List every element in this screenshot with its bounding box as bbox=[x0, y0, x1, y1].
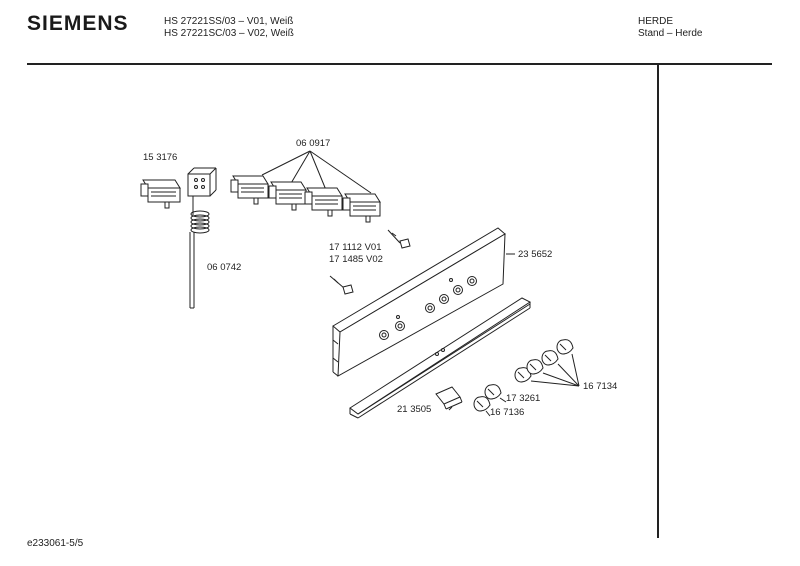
category-subtitle: Stand – Herde bbox=[638, 28, 703, 39]
category-title: HERDE bbox=[638, 16, 674, 27]
indicator-lamp-171112 bbox=[387, 229, 411, 249]
knob-167136 bbox=[473, 396, 491, 417]
part-label-235652: 23 5652 bbox=[518, 249, 553, 260]
indicator-lamp-171485 bbox=[329, 275, 354, 295]
part-label-060917: 06 0917 bbox=[296, 138, 331, 149]
part-label-213505: 21 3505 bbox=[397, 404, 432, 415]
part-label-153176: 15 3176 bbox=[143, 152, 178, 163]
part-label-173261: 17 3261 bbox=[506, 393, 541, 404]
knob-173261 bbox=[484, 384, 507, 403]
part-label-171112: 17 1112 V01 bbox=[329, 242, 382, 253]
document-reference: e233061-5/5 bbox=[27, 538, 84, 549]
part-label-167136: 16 7136 bbox=[490, 407, 525, 418]
switch-block-060917-c bbox=[304, 187, 343, 217]
leader-167134 bbox=[530, 353, 580, 387]
switch-block-060917-d bbox=[342, 193, 381, 223]
switch-block-060917-a bbox=[230, 175, 269, 205]
control-panel-235652 bbox=[332, 227, 515, 377]
thermostat-060742 bbox=[187, 167, 217, 309]
header-divider bbox=[27, 63, 772, 65]
knob-167134-2 bbox=[526, 359, 544, 375]
switch-block-153176 bbox=[140, 179, 181, 209]
sidebar-divider bbox=[657, 65, 659, 538]
model-line-1: HS 27221SS/03 – V01, Weiß bbox=[164, 16, 294, 27]
brand-logo: SIEMENS bbox=[27, 12, 129, 35]
part-label-167134: 16 7134 bbox=[583, 381, 618, 392]
trim-strip bbox=[349, 297, 532, 419]
knob-167134-3 bbox=[541, 350, 559, 366]
switch-block-060917-b bbox=[268, 181, 307, 211]
knob-167134-4 bbox=[556, 339, 574, 355]
part-label-171485: 17 1485 V02 bbox=[329, 254, 383, 265]
leader-060917 bbox=[261, 150, 372, 194]
part-label-060742: 06 0742 bbox=[207, 262, 242, 273]
clip-213505 bbox=[435, 386, 463, 411]
model-line-2: HS 27221SC/03 – V02, Weiß bbox=[164, 28, 294, 39]
